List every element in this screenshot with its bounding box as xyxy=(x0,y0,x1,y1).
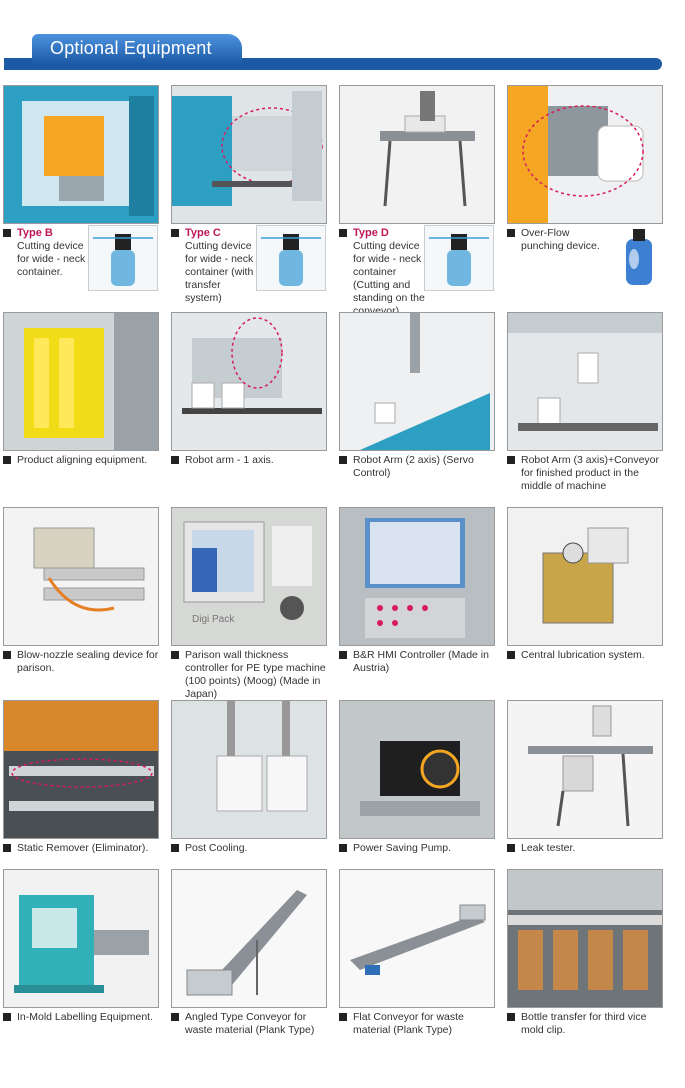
product-aligning-photo xyxy=(3,312,159,451)
overflow-punch-photo xyxy=(507,85,663,224)
bullet-square xyxy=(171,1013,179,1021)
bullet-square xyxy=(339,229,347,237)
overflow-punch-desc: Over-Flow punching device. xyxy=(521,227,600,252)
bullet-square xyxy=(3,456,11,464)
item-caption: Robot arm - 1 axis. xyxy=(171,454,333,467)
static-remover-photo xyxy=(3,700,159,839)
bullet-square xyxy=(339,1013,347,1021)
bottle-thumbnail xyxy=(620,225,658,289)
bullet-square xyxy=(3,1013,11,1021)
type-d-photo xyxy=(339,85,495,224)
bullet-square xyxy=(171,844,179,852)
item-caption: Static Remover (Eliminator). xyxy=(3,842,165,855)
bullet-square xyxy=(3,844,11,852)
type-c-photo xyxy=(171,85,327,224)
post-cooling-photo xyxy=(171,700,327,839)
item-text: Power Saving Pump. xyxy=(353,842,452,854)
item-text: Blow-nozzle sealing device for parison. xyxy=(17,649,159,674)
bottle-transfer-photo xyxy=(507,869,663,1008)
blow-nozzle-sealing-photo xyxy=(3,507,159,646)
item-caption: In-Mold Labelling Equipment. xyxy=(3,1011,165,1024)
type-c-caption: Type C Cutting device for wide - neck co… xyxy=(171,227,333,305)
item-caption: Bottle transfer for third vice mold clip… xyxy=(507,1011,669,1037)
bullet-square xyxy=(507,1013,515,1021)
item-text: Robot Arm (3 axis)+Conveyor for finished… xyxy=(521,454,660,492)
item-caption: Post Cooling. xyxy=(171,842,333,855)
bullet-square xyxy=(507,651,515,659)
item-caption: Product aligning equipment. xyxy=(3,454,165,467)
type-d-label: Type D xyxy=(353,227,389,239)
bottle-thumbnail xyxy=(424,225,494,291)
screen-brand-text: Digi Pack xyxy=(192,614,235,625)
type-b-desc: Cutting device for wide - neck container… xyxy=(17,240,86,278)
bottle-thumbnail xyxy=(88,225,158,291)
bullet-square xyxy=(171,229,179,237)
item-caption: Angled Type Conveyor for waste material … xyxy=(171,1011,333,1037)
type-c-desc: Cutting device for wide - neck container… xyxy=(185,240,254,304)
type-b-caption: Type B Cutting device for wide - neck co… xyxy=(3,227,165,279)
item-caption: Leak tester. xyxy=(507,842,669,855)
item-text: Robot Arm (2 axis) (Servo Control) xyxy=(353,454,474,479)
leak-tester-photo xyxy=(507,700,663,839)
robot-arm-2-axis-photo xyxy=(339,312,495,451)
bullet-square xyxy=(339,456,347,464)
item-text: Static Remover (Eliminator). xyxy=(17,842,149,854)
power-saving-pump-photo xyxy=(339,700,495,839)
item-caption: Robot Arm (3 axis)+Conveyor for finished… xyxy=(507,454,669,493)
item-text: Product aligning equipment. xyxy=(17,454,148,466)
header-tab xyxy=(32,34,242,64)
bullet-square xyxy=(3,651,11,659)
bullet-square xyxy=(507,456,515,464)
bullet-square xyxy=(339,651,347,659)
bottle-thumbnail xyxy=(256,225,326,291)
item-text: Angled Type Conveyor for waste material … xyxy=(185,1011,315,1036)
bullet-square xyxy=(507,844,515,852)
overflow-punch-caption: Over-Flow punching device. xyxy=(507,227,669,253)
item-caption: Parison wall thickness controller for PE… xyxy=(171,649,333,701)
item-text: Robot arm - 1 axis. xyxy=(185,454,274,466)
item-caption: Robot Arm (2 axis) (Servo Control) xyxy=(339,454,501,480)
bullet-square xyxy=(339,844,347,852)
type-d-caption: Type D Cutting device for wide - neck co… xyxy=(339,227,501,318)
item-text: In-Mold Labelling Equipment. xyxy=(17,1011,153,1023)
item-text: Flat Conveyor for waste material (Plank … xyxy=(353,1011,464,1036)
parison-controller-photo: Digi Pack xyxy=(171,507,327,646)
page-title: Optional Equipment xyxy=(50,38,212,58)
robot-arm-3-axis-photo xyxy=(507,312,663,451)
item-caption: B&R HMI Controller (Made in Austria) xyxy=(339,649,501,675)
item-text: Parison wall thickness controller for PE… xyxy=(185,649,326,700)
item-text: Post Cooling. xyxy=(185,842,248,854)
bullet-square xyxy=(171,456,179,464)
angled-conveyor-photo xyxy=(171,869,327,1008)
hmi-controller-photo xyxy=(339,507,495,646)
type-b-photo xyxy=(3,85,159,224)
item-text: Central lubrication system. xyxy=(521,649,645,661)
item-text: B&R HMI Controller (Made in Austria) xyxy=(353,649,489,674)
bullet-square xyxy=(3,229,11,237)
robot-arm-1-axis-photo xyxy=(171,312,327,451)
bullet-square xyxy=(507,229,515,237)
item-caption: Blow-nozzle sealing device for parison. xyxy=(3,649,165,675)
item-text: Leak tester. xyxy=(521,842,576,854)
item-caption: Power Saving Pump. xyxy=(339,842,501,855)
type-d-desc: Cutting device for wide - neck container… xyxy=(353,240,425,317)
item-caption: Flat Conveyor for waste material (Plank … xyxy=(339,1011,501,1037)
bullet-square xyxy=(171,651,179,659)
central-lubrication-photo xyxy=(507,507,663,646)
item-caption: Central lubrication system. xyxy=(507,649,669,662)
item-text: Bottle transfer for third vice mold clip… xyxy=(521,1011,647,1036)
flat-conveyor-photo xyxy=(339,869,495,1008)
type-c-label: Type C xyxy=(185,227,221,239)
type-b-label: Type B xyxy=(17,227,53,239)
in-mold-labelling-photo xyxy=(3,869,159,1008)
